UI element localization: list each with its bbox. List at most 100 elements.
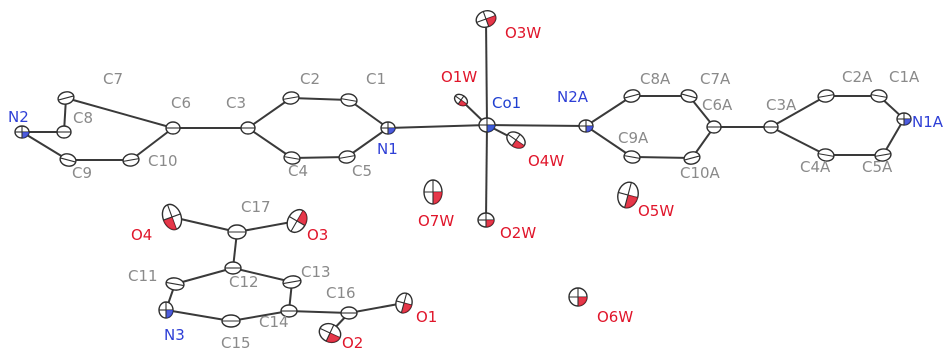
bond-c9a-n2a <box>585 125 633 158</box>
atom-c2a <box>817 89 835 103</box>
atom-axis-major-c7 <box>58 95 74 101</box>
bond-n1-co1 <box>387 124 488 129</box>
atom-n1 <box>380 121 396 135</box>
bonds-layer <box>21 18 905 334</box>
bond-c6-c10 <box>130 127 174 161</box>
atom-label-o5w: O5W <box>638 202 674 220</box>
atom-axis-minor-o4 <box>163 213 181 221</box>
atom-axis-major-c8a <box>624 93 640 99</box>
atom-octant-o1 <box>401 303 412 313</box>
atom-n1a <box>896 112 912 126</box>
atom-label-c8a: C8A <box>640 70 671 88</box>
bond-c16-o1 <box>348 302 405 314</box>
atom-octant-n2a <box>586 126 593 132</box>
bond-c13-c12 <box>232 267 293 283</box>
atom-label-c9a: C9A <box>618 129 649 147</box>
atom-axis-minor-o1 <box>400 293 408 313</box>
atom-label-c15: C15 <box>221 334 251 352</box>
atom-label-c5a: C5A <box>862 158 893 176</box>
atom-octant-o3w <box>486 15 496 27</box>
atom-label-c14: C14 <box>259 313 289 331</box>
atom-label-c7: C7 <box>103 70 123 88</box>
atom-label-c8: C8 <box>73 109 93 127</box>
atom-c1 <box>340 93 358 107</box>
atom-c8 <box>56 125 72 139</box>
atom-octant-n1 <box>388 128 395 134</box>
atom-octant-n3 <box>166 310 173 318</box>
atom-c9 <box>59 153 77 167</box>
atom-label-c1a: C1A <box>889 68 920 86</box>
atom-label-c10: C10 <box>148 152 178 170</box>
bond-c3-c2 <box>247 97 292 129</box>
bond-co1-n2a <box>486 124 587 127</box>
atom-axis-major-c11 <box>166 281 184 287</box>
atom-axis-minor-o5w <box>624 182 632 208</box>
atom-label-o3: O3 <box>307 226 328 244</box>
atom-label-o2: O2 <box>342 334 363 352</box>
atom-c1a <box>870 89 888 103</box>
atom-axis-major-c1a <box>871 94 887 98</box>
atom-c6 <box>165 121 181 135</box>
atom-label-c7a: C7A <box>700 70 731 88</box>
atom-c7a <box>680 89 698 103</box>
atom-octant-o2 <box>326 333 340 343</box>
atom-c14 <box>280 304 298 318</box>
atom-c4 <box>283 151 301 165</box>
atom-axis-major-c2a <box>818 94 834 98</box>
atom-o2w <box>477 212 495 228</box>
bond-c7-c6 <box>65 97 174 129</box>
atom-axis-major-c7a <box>681 93 697 99</box>
atom-o1 <box>395 292 413 314</box>
atom-label-c5: C5 <box>352 162 372 180</box>
atom-c3 <box>240 121 256 135</box>
bond-c9-n2 <box>21 131 69 161</box>
atom-c5a <box>874 148 892 162</box>
atom-axis-major-c4a <box>818 153 834 157</box>
atom-axis-major-c5a <box>875 153 891 157</box>
atom-c7 <box>57 91 75 105</box>
atom-label-c1: C1 <box>366 70 386 88</box>
atom-c11 <box>165 277 185 291</box>
atom-c17 <box>227 224 247 240</box>
atom-label-o1: O1 <box>416 308 437 326</box>
bond-n3-c15 <box>165 309 232 322</box>
atom-o3w <box>475 10 497 28</box>
atom-label-c11: C11 <box>128 267 158 285</box>
atom-label-c2a: C2A <box>842 68 873 86</box>
atom-octant-co1 <box>487 125 495 132</box>
bond-c14-c16 <box>288 310 350 314</box>
atom-label-n1a: N1A <box>912 113 944 131</box>
atom-label-co1: Co1 <box>492 94 521 112</box>
atom-o4w <box>506 131 526 149</box>
bond-c4a-c3a <box>770 126 827 156</box>
bond-co1-o3w <box>485 18 488 126</box>
atom-axis-major-c13 <box>283 279 301 285</box>
atom-c10a <box>683 151 701 165</box>
atom-octant-n2 <box>22 132 29 138</box>
atom-label-o4: O4 <box>131 226 152 244</box>
atom-n2a <box>578 119 594 133</box>
atom-label-c10a: C10A <box>680 164 721 182</box>
atom-axis-major-c10 <box>123 158 139 162</box>
bond-c3a-c2a <box>770 95 827 128</box>
atom-label-c17: C17 <box>241 198 271 216</box>
atom-c5 <box>338 150 356 164</box>
atom-octant-o7w <box>433 192 442 204</box>
atom-label-c4: C4 <box>288 162 308 180</box>
bond-c15-c14 <box>230 310 290 322</box>
atom-octant-o5w <box>624 195 638 208</box>
atom-label-c13: C13 <box>301 263 331 281</box>
atom-o4 <box>161 203 183 231</box>
atom-label-c3: C3 <box>226 94 246 112</box>
atom-label-n1: N1 <box>377 140 398 158</box>
atom-c12 <box>224 261 242 275</box>
atom-label-o6w: O6W <box>597 308 633 326</box>
bond-c5-c4 <box>291 156 348 159</box>
atom-axis-minor-o3w <box>482 11 490 27</box>
atom-label-c6: C6 <box>171 94 191 112</box>
atom-n3 <box>158 301 174 319</box>
atom-label-o2w: O2W <box>500 224 536 242</box>
